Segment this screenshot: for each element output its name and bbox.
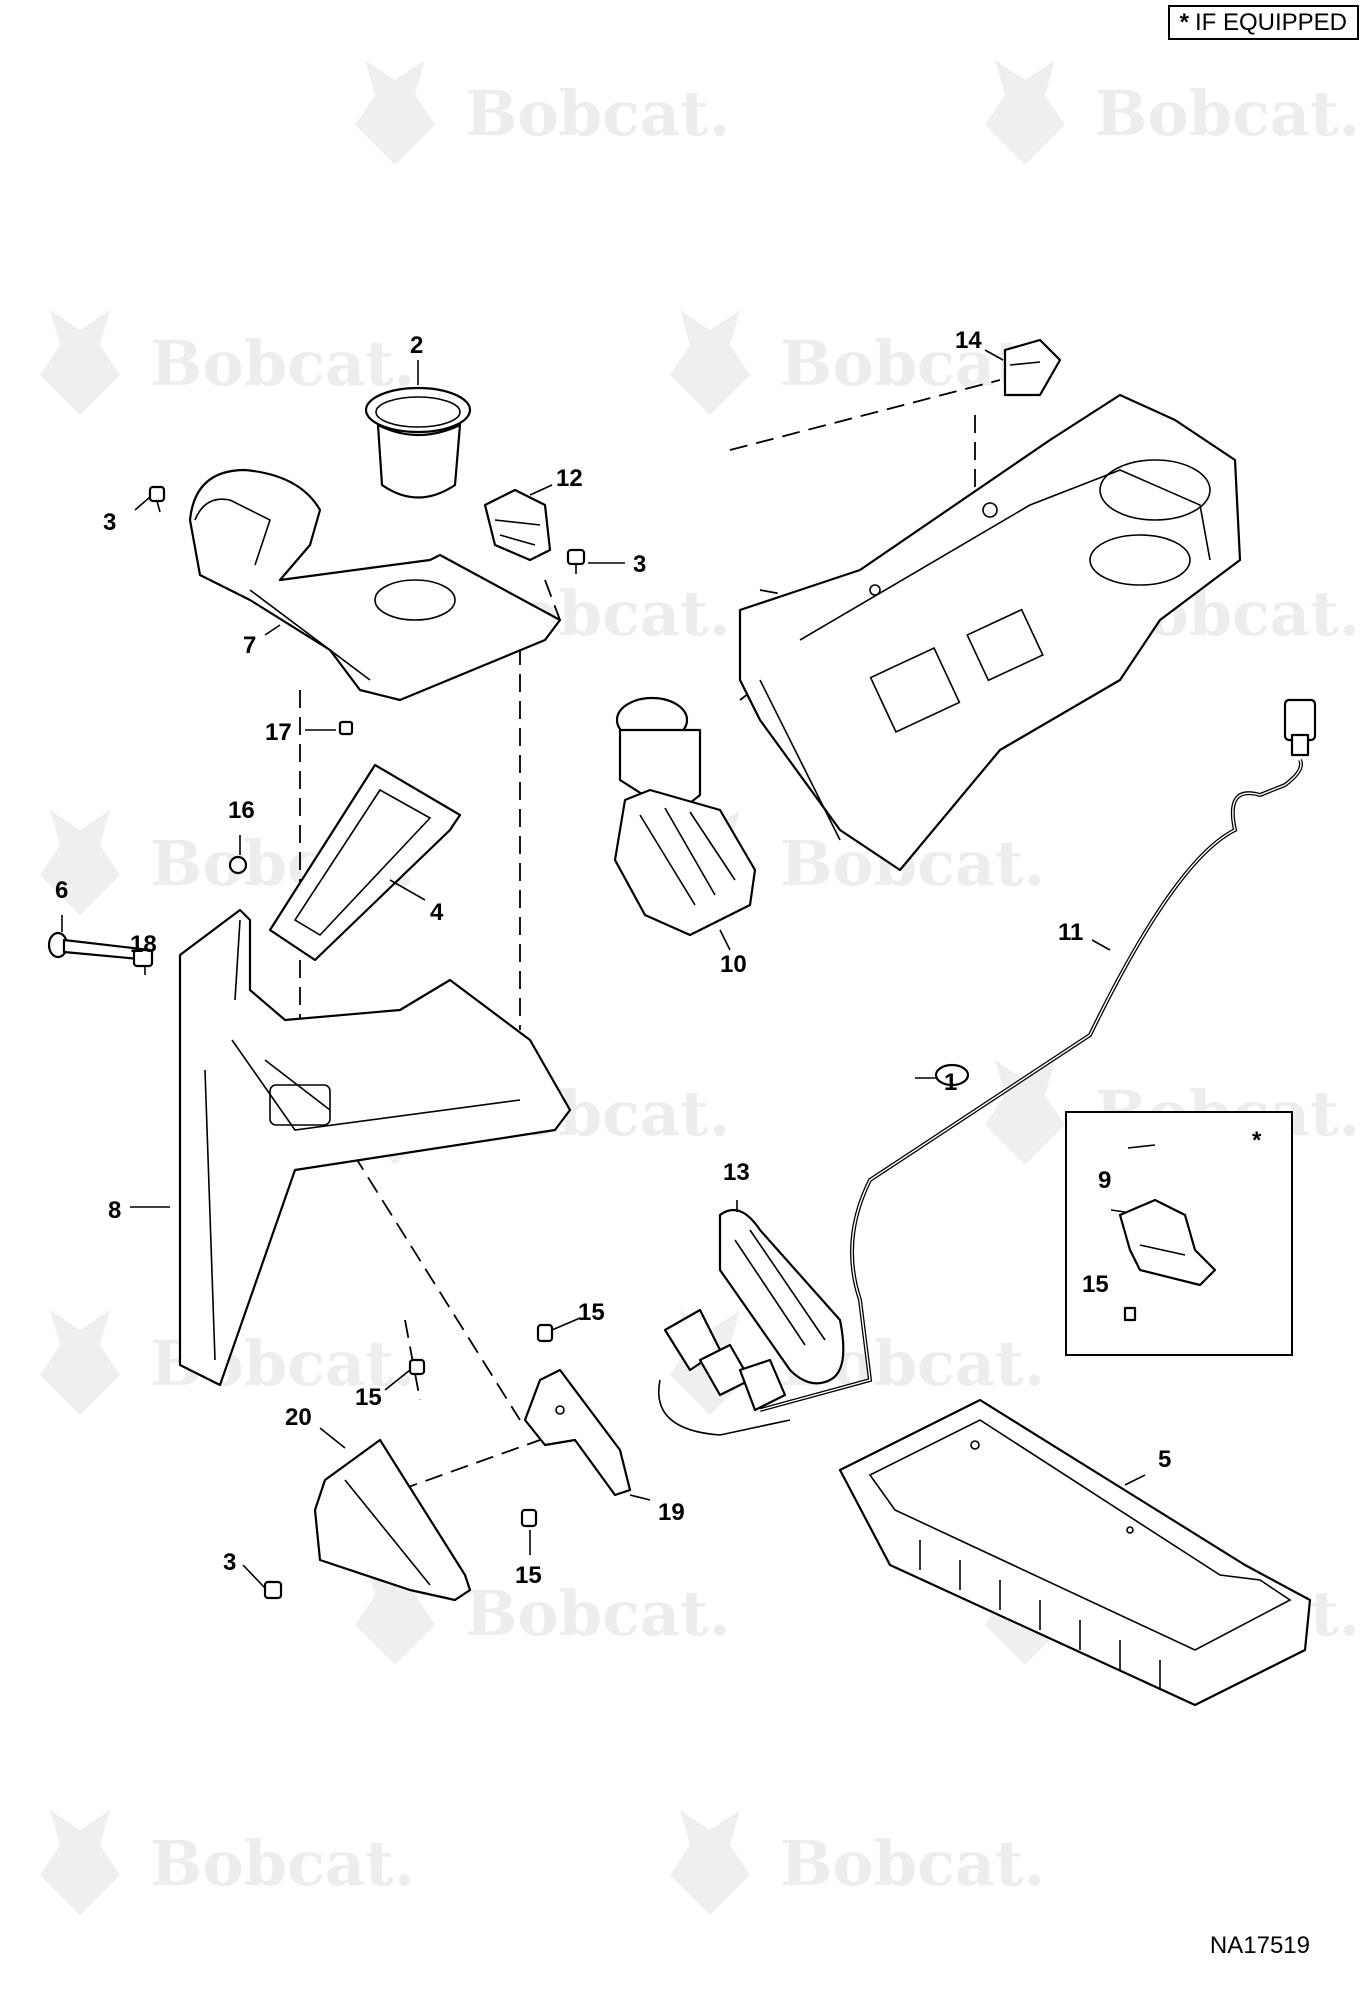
part-right-console-housing: [738, 393, 1242, 872]
callout-9: 9: [1098, 1167, 1111, 1194]
watermark-1: Bobcat.: [355, 60, 730, 165]
part-cup-holder-insert: [364, 386, 472, 499]
watermark-text: Bobcat.: [465, 77, 730, 150]
bobcat-logo-icon: [40, 1310, 120, 1415]
part-lower-console: [178, 908, 572, 1387]
callout-18: 18: [130, 931, 157, 958]
watermark-11: Bobcat.: [40, 1310, 415, 1415]
part-bolt-16: [228, 855, 248, 875]
part-fastener-1: [934, 1063, 970, 1087]
callout-4: 4: [430, 899, 444, 926]
watermark-text: Bobcat.: [1095, 77, 1360, 150]
watermark-13: Bobcat.: [355, 1560, 730, 1665]
callout-11: 11: [1058, 919, 1083, 946]
part-console-cover: [188, 468, 562, 702]
part-nut-18: [132, 948, 154, 968]
watermark-4: Bobcat.: [670, 310, 1045, 415]
part-nut-17: [338, 720, 354, 736]
bobcat-logo-icon: [40, 1810, 120, 1915]
callout-17: 17: [265, 719, 292, 746]
part-screw-top-left: [148, 485, 166, 513]
part-bolt-6: [47, 931, 152, 962]
legend-text: IF EQUIPPED: [1194, 9, 1347, 36]
bobcat-logo-icon: [355, 60, 435, 165]
part-gasket-plate: [268, 763, 462, 962]
callout-12: 12: [556, 465, 583, 492]
watermark-2: Bobcat.: [985, 60, 1360, 165]
part-bracket-19: [523, 1368, 632, 1497]
part-screw-top-right: [566, 548, 586, 574]
callout-15-bottom: 15: [515, 1562, 542, 1589]
bobcat-logo-icon: [40, 310, 120, 415]
watermark-text: Bobcat.: [150, 327, 415, 400]
inset-marker: *: [1252, 1127, 1262, 1154]
bobcat-logo-icon: [985, 1060, 1065, 1165]
callout-15-inset: 15: [1082, 1271, 1109, 1298]
callout-7: 7: [243, 632, 256, 659]
asterisk-icon: *: [1179, 9, 1189, 36]
part-side-cover-20: [313, 1438, 472, 1602]
callout-3-top-right: 3: [633, 551, 646, 578]
watermark-text: Bobcat.: [465, 1577, 730, 1650]
bobcat-logo-icon: [985, 60, 1065, 165]
part-storage-tray-5: [838, 1398, 1312, 1707]
part-screw-15-a: [408, 1358, 426, 1376]
watermark-16: Bobcat.: [670, 1810, 1045, 1915]
part-switch-14: [1003, 338, 1062, 397]
part-display-13: [658, 1208, 845, 1436]
callout-5: 5: [1158, 1446, 1171, 1473]
watermark-text: Bobcat.: [780, 1827, 1045, 1900]
watermark-3: Bobcat.: [40, 310, 415, 415]
part-cable-harness: [759, 698, 1317, 1412]
part-joystick: [613, 696, 757, 937]
callout-15-top: 15: [578, 1299, 605, 1326]
bobcat-logo-icon: [670, 1810, 750, 1915]
callout-1: 1: [944, 1069, 957, 1096]
watermark-text: Bobcat.: [150, 1827, 415, 1900]
watermark-text: Bobcat.: [780, 327, 1045, 400]
callout-6: 6: [55, 877, 68, 904]
callout-16: 16: [228, 797, 255, 824]
callout-8: 8: [108, 1197, 121, 1224]
callout-15-left: 15: [355, 1384, 382, 1411]
inset-if-equipped: *: [1065, 1111, 1293, 1356]
part-screw-bottom: [263, 1580, 283, 1600]
part-screw-15-c: [520, 1508, 538, 1528]
part-screw-15-b: [536, 1323, 554, 1343]
part-switch: [483, 488, 552, 562]
callout-13: 13: [723, 1159, 750, 1186]
callout-14: 14: [955, 327, 982, 354]
bobcat-logo-icon: [40, 810, 120, 915]
callout-labels: 1 2 3 3 3 4 5 6 7 8 9 10 11 12 13 14 15 …: [55, 327, 1171, 1589]
callout-2: 2: [410, 332, 423, 359]
drawing-number: NA17519: [1209, 1932, 1310, 1959]
callout-19: 19: [658, 1499, 685, 1526]
callout-3-top-left: 3: [103, 509, 116, 536]
if-equipped-legend: *IF EQUIPPED: [1167, 5, 1359, 40]
watermark-15: Bobcat.: [40, 1810, 415, 1915]
leader-lines: [61, 349, 1156, 1589]
bobcat-logo-icon: [670, 310, 750, 415]
callout-3-bottom: 3: [223, 1549, 236, 1576]
callout-10: 10: [720, 951, 747, 978]
callout-20: 20: [285, 1404, 312, 1431]
